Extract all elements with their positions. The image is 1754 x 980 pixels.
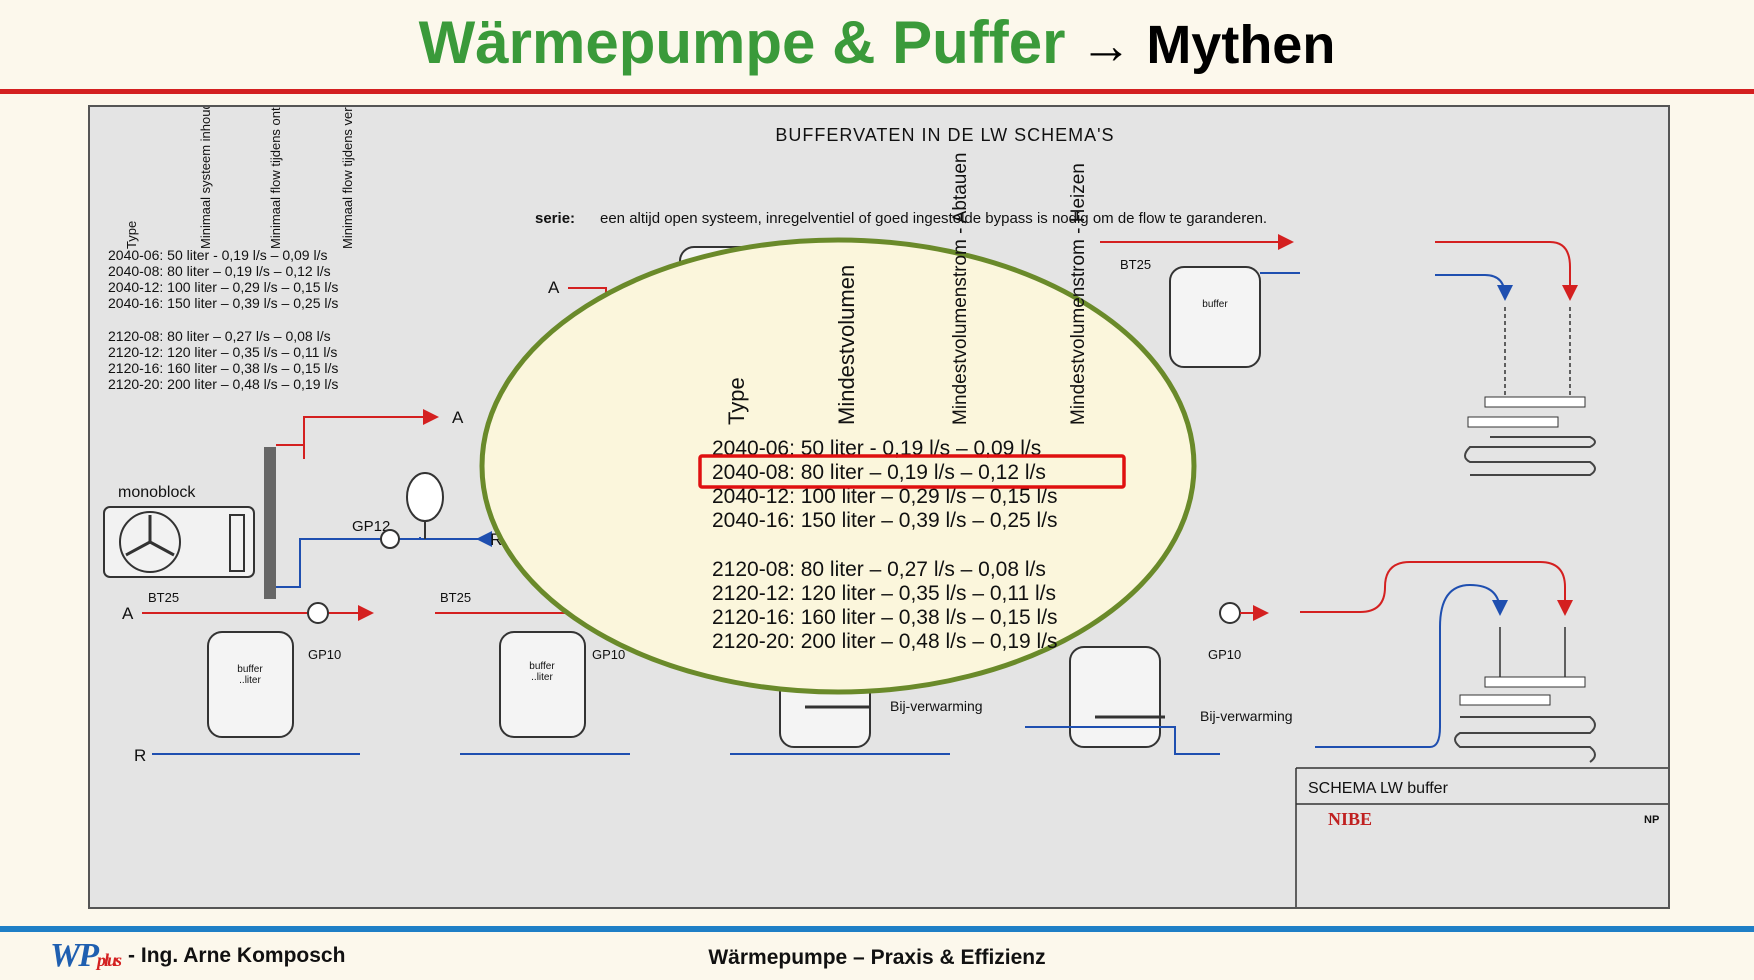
small-table-row: 2040-16: 150 liter – 0,39 l/s – 0,25 l/s (108, 295, 338, 311)
highlight-box (698, 454, 1126, 489)
zoom-row: 2120-12: 120 liter – 0,35 l/s – 0,11 l/s (712, 582, 1056, 605)
small-table-row: 2120-12: 120 liter – 0,35 l/s – 0,11 l/s (108, 344, 337, 360)
tank-liter: ..liter (239, 675, 261, 686)
label-gp12: GP12 (352, 518, 390, 535)
tank-label: buffer (237, 664, 263, 675)
logo-text: WP (50, 937, 99, 974)
footer-title: Wärmepumpe – Praxis & Effizienz (708, 946, 1046, 969)
footer-divider (0, 926, 1754, 932)
serie-label: serie: (535, 210, 575, 227)
floor-heating-top (1435, 241, 1596, 476)
label-bij: Bij-verwarming (1200, 708, 1293, 724)
header-divider (0, 89, 1754, 94)
table-header-flow-defrost: Minimaal flow tijdens ontdooien, pomp 10… (268, 107, 283, 249)
nibe-logo: NIBE (1328, 809, 1372, 829)
small-table-row: 2120-08: 80 liter – 0,27 l/s – 0,08 l/s (108, 328, 331, 344)
label-gp10: GP10 (308, 647, 341, 662)
small-table-row: 2040-08: 80 liter – 0,19 l/s – 0,12 l/s (108, 263, 331, 279)
zoom-row: 2040-16: 150 liter – 0,39 l/s – 0,25 l/s (712, 509, 1058, 532)
title-topic: Mythen (1146, 15, 1336, 75)
schema-legend-box: SCHEMA LW buffer NIBE NP (1295, 767, 1668, 907)
monoblock-label: monoblock (118, 484, 196, 501)
label-gp10: GP10 (592, 647, 625, 662)
title-main: Wärmepumpe & Puffer (418, 9, 1066, 76)
zoom-header-defrost: Mindestvolumenstrom - Abtauen (950, 153, 971, 425)
small-table-row: 2120-20: 200 liter – 0,48 l/s – 0,19 l/s (108, 376, 338, 392)
monoblock-unit: monoblock A GP12 R (103, 408, 502, 599)
zoom-callout: Type Mindestvolumen Mindestvolumenstrom … (479, 153, 1197, 695)
logo-suffix: plus (97, 950, 122, 970)
label-R: R (134, 746, 146, 765)
zoom-header-volume: Mindestvolumen (834, 265, 859, 425)
zoom-row-highlighted: 2040-08: 80 liter – 0,19 l/s – 0,12 l/s (712, 461, 1046, 484)
author-name: - Ing. Arne Komposch (128, 944, 346, 967)
label-A: A (452, 408, 464, 427)
bottom-schema-4: Bij-verwarming GP10 (1025, 602, 1293, 755)
label-A: A (122, 604, 134, 623)
slide-title: Wärmepumpe & Puffer → Mythen (0, 8, 1754, 77)
bottom-schema-2: BT25 GP10 buffer ..liter (435, 590, 630, 755)
label-bt25: BT25 (148, 590, 179, 605)
label-bij: Bij-verwarming (890, 698, 983, 714)
diagram-title: BUFFERVATEN IN DE LW SCHEMA'S (775, 125, 1114, 145)
buffer-tank (1169, 266, 1261, 368)
label-A: A (548, 278, 560, 297)
table-header-flow-heat: Minimaal flow tijdens verwarmen (340, 107, 355, 249)
tank-label: buffer (1202, 299, 1228, 310)
zoom-header-heat: Mindestvolumenstrom - Heizen (1068, 163, 1089, 425)
bottom-schema-1: A BT25 GP10 buffer ..liter R (122, 590, 374, 765)
np-label: NP (1644, 814, 1659, 826)
wp-logo: WPplus (50, 937, 122, 975)
footer-author: WPplus - Ing. Arne Komposch (50, 936, 345, 976)
zoom-row: 2120-08: 80 liter – 0,27 l/s – 0,08 l/s (712, 558, 1046, 581)
zoom-header-type: Type (724, 377, 749, 425)
tank-liter: ..liter (531, 672, 553, 683)
schema-label: SCHEMA LW buffer (1308, 780, 1449, 797)
zoom-row: 2120-16: 160 liter – 0,38 l/s – 0,15 l/s (712, 606, 1058, 629)
floor-heating-bottom (1300, 561, 1596, 763)
tank-label: buffer (529, 661, 555, 672)
small-table: 2040-06: 50 liter - 0,19 l/s – 0,09 l/s … (108, 247, 338, 392)
serie-text: een altijd open systeem, inregelventiel … (600, 210, 1267, 227)
table-header-volume: Minimaal systeem inhoud (198, 107, 213, 249)
label-bt25: BT25 (440, 590, 471, 605)
small-table-row: 2040-06: 50 liter - 0,19 l/s – 0,09 l/s (108, 247, 327, 263)
title-arrow: → (1079, 17, 1132, 75)
diagram-panel: BUFFERVATEN IN DE LW SCHEMA'S serie: een… (88, 105, 1670, 909)
zoom-row: 2040-12: 100 liter – 0,29 l/s – 0,15 l/s (712, 485, 1058, 508)
label-bt25: BT25 (1120, 257, 1151, 272)
table-header-type: Type (124, 221, 139, 249)
small-table-row: 2040-12: 100 liter – 0,29 l/s – 0,15 l/s (108, 279, 338, 295)
small-table-row: 2120-16: 160 liter – 0,38 l/s – 0,15 l/s (108, 360, 338, 376)
label-gp10: GP10 (1208, 647, 1241, 662)
zoom-row: 2120-20: 200 liter – 0,48 l/s – 0,19 l/s (712, 630, 1058, 653)
